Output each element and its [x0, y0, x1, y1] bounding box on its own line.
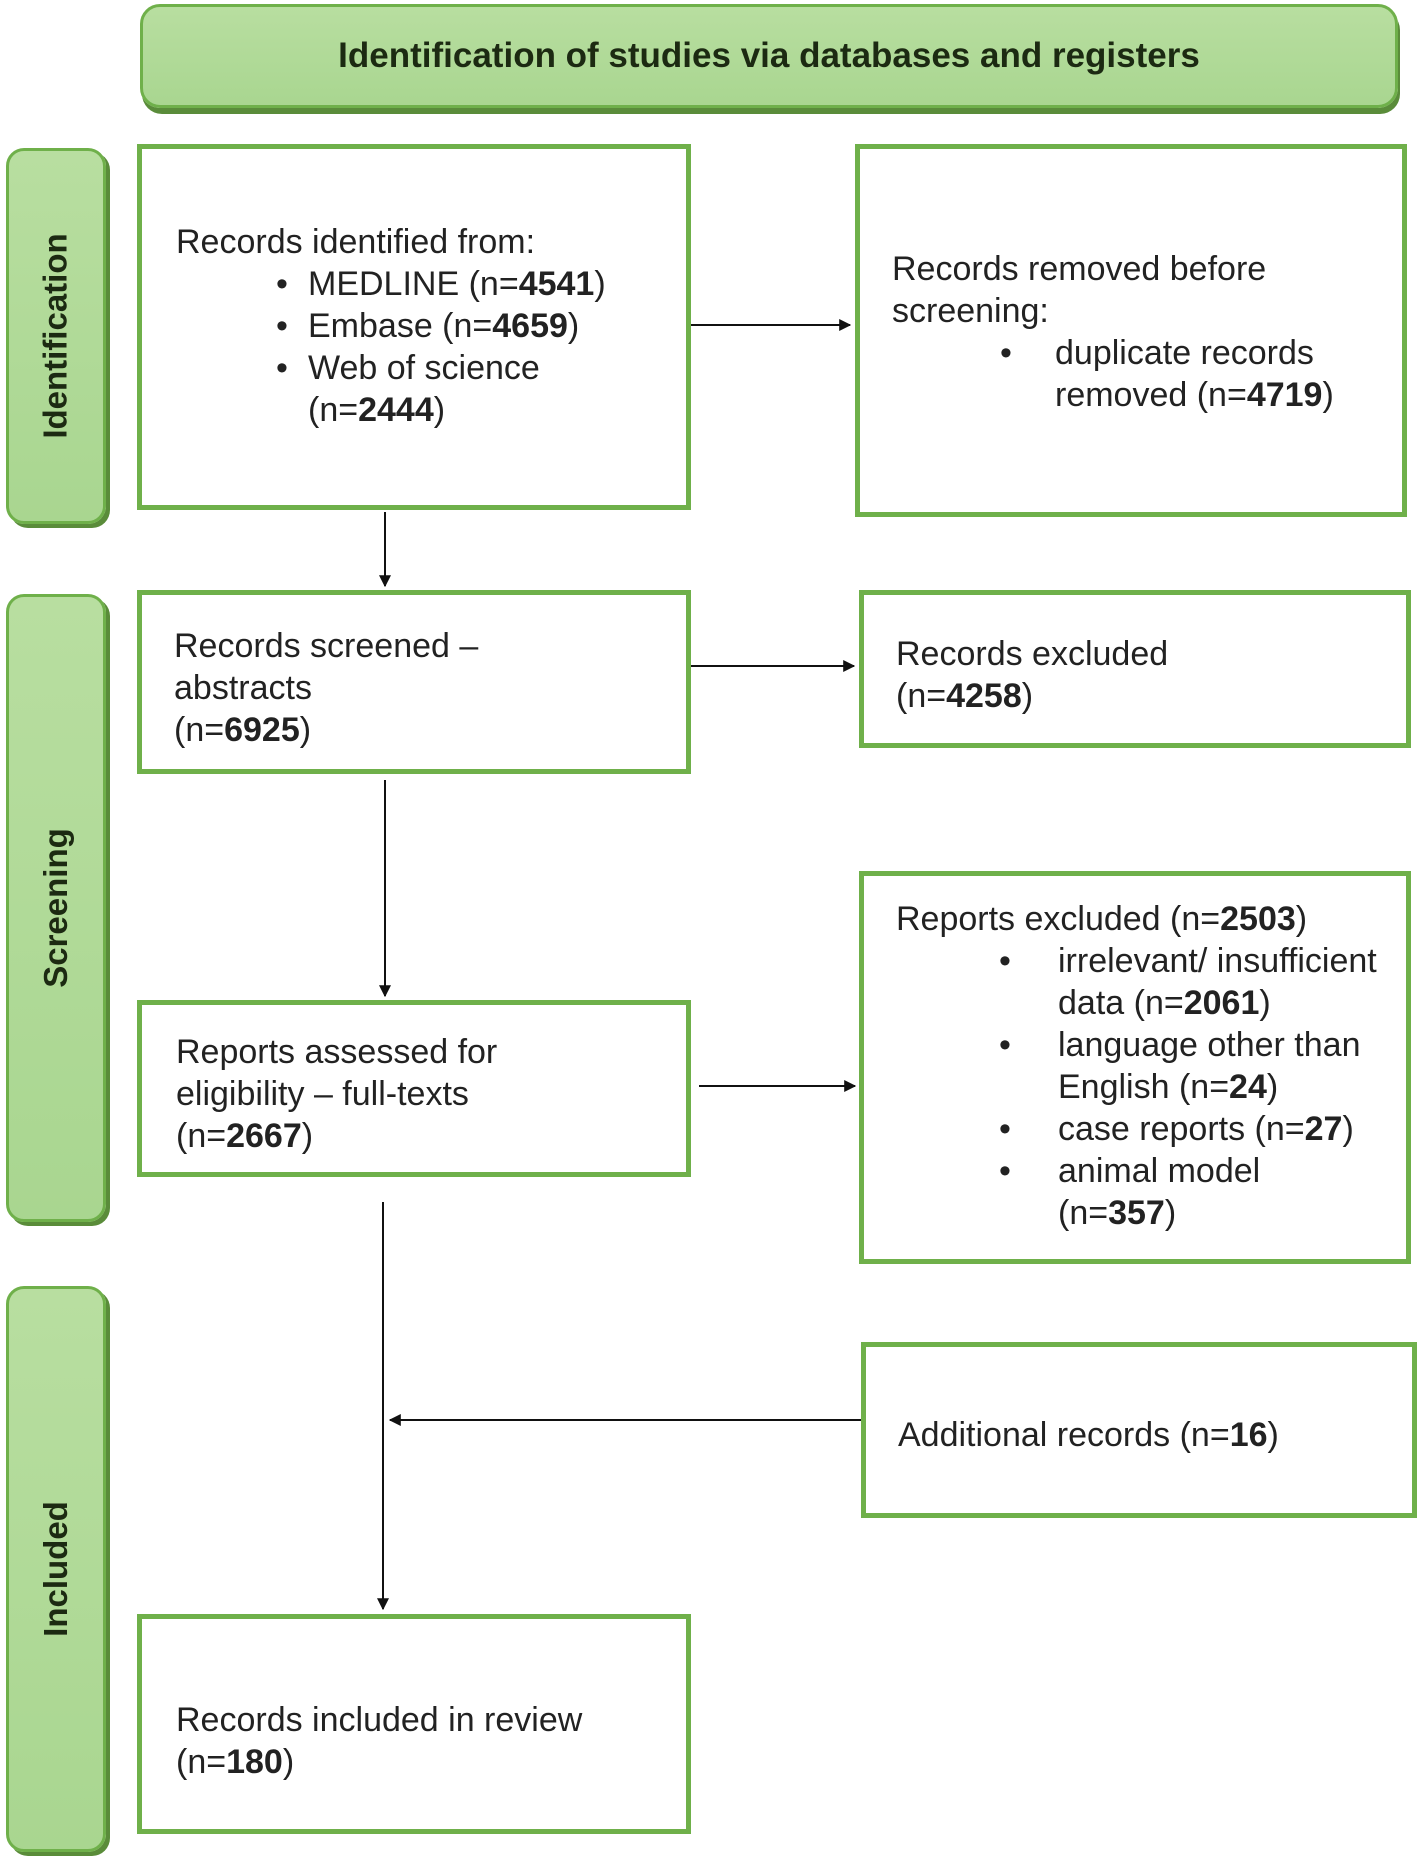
records-excluded-box: Records excluded (n=4258) — [859, 590, 1411, 748]
reports-assessed-box: Reports assessed for eligibility – full-… — [137, 1000, 691, 1177]
identification-banner: Identification of studies via databases … — [140, 4, 1398, 108]
records-screened-line1: Records screened – — [174, 627, 479, 665]
reports-excluded-heading: Reports excluded (n=2503) — [896, 900, 1308, 938]
records-removed-line1: Records removed before — [892, 250, 1267, 288]
records-excluded-line1: Records excluded — [896, 635, 1169, 673]
phase-screening: Screening — [6, 594, 106, 1222]
list-item: MEDLINE (n=4541) — [176, 263, 686, 305]
records-removed-box: Records removed before screening: duplic… — [855, 144, 1407, 517]
records-screened-box: Records screened – abstracts (n=6925) — [137, 590, 691, 774]
phase-identification: Identification — [6, 148, 106, 524]
reports-excluded-box: Reports excluded (n=2503) irrelevant/ in… — [859, 871, 1411, 1264]
records-identified-box: Records identified from: MEDLINE (n=4541… — [137, 144, 691, 510]
records-identified-heading: Records identified from: — [176, 223, 536, 261]
reports-assessed-line2: eligibility – full-texts — [176, 1075, 469, 1113]
list-item: case reports (n=27) — [896, 1108, 1406, 1150]
additional-records-text: Additional records (n=16) — [898, 1416, 1279, 1454]
records-included-box: Records included in review (n=180) — [137, 1614, 691, 1834]
list-item: Embase (n=4659) — [176, 305, 686, 347]
reports-assessed-line1: Reports assessed for — [176, 1033, 498, 1071]
records-screened-line2: abstracts — [174, 669, 312, 707]
records-identified-list: MEDLINE (n=4541) Embase (n=4659) Web of … — [176, 263, 686, 431]
records-excluded-count: (n=4258) — [896, 677, 1034, 715]
additional-records-box: Additional records (n=16) — [861, 1342, 1417, 1518]
records-included-count: (n=180) — [176, 1743, 295, 1781]
list-item: Web of science(n=2444) — [176, 347, 686, 431]
list-item: animal model(n=357) — [896, 1150, 1406, 1234]
records-removed-line2: screening: — [892, 292, 1049, 330]
records-screened-count: (n=6925) — [174, 711, 312, 749]
phase-included: Included — [6, 1286, 106, 1852]
banner-title: Identification of studies via databases … — [338, 36, 1200, 75]
records-included-line1: Records included in review — [176, 1701, 583, 1739]
reports-assessed-count: (n=2667) — [176, 1117, 314, 1155]
